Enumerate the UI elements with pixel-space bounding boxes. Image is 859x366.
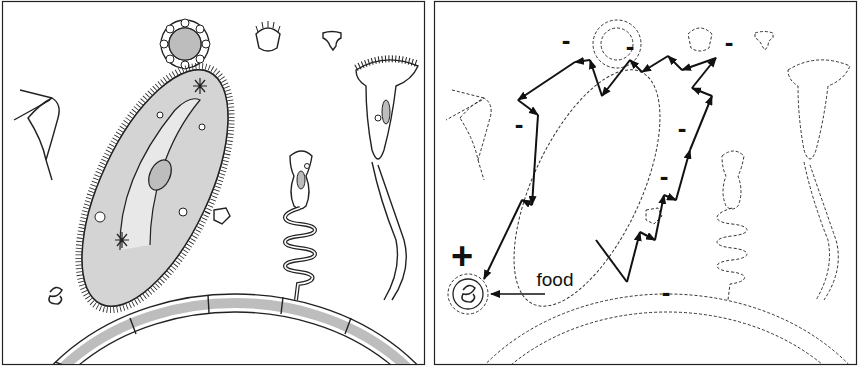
path-segment: [664, 195, 676, 200]
panel: [435, 2, 857, 365]
sign-label: -: [660, 163, 669, 189]
organisms: [3, 19, 424, 364]
path-segment: [518, 62, 575, 100]
path-segment: [676, 150, 690, 200]
path-segment: [682, 58, 716, 70]
path-segment: [655, 195, 664, 240]
path-segment: [642, 56, 668, 72]
path-segment: [630, 60, 642, 72]
sign-label: -: [678, 115, 687, 141]
path-segment: [668, 56, 682, 70]
path-segment: [627, 232, 640, 282]
movement-path: [484, 56, 716, 282]
path-segment: [602, 60, 630, 96]
organism-outlines: [435, 20, 856, 364]
sign-label: -: [515, 111, 524, 137]
path-segment: [590, 60, 602, 96]
path-segment: [596, 240, 627, 282]
sign-label: -: [626, 33, 635, 59]
path-segment: [484, 200, 522, 279]
path-segment: [692, 88, 712, 96]
path-segment: [640, 232, 655, 240]
path-segment: [575, 60, 590, 62]
food-label: food: [537, 270, 574, 289]
path-segment: [690, 96, 712, 150]
sign-label: +: [451, 237, 473, 275]
path-segment: [532, 115, 538, 205]
sign-label: -: [725, 29, 734, 55]
sign-label: -: [662, 279, 671, 305]
path-segment: [522, 200, 532, 205]
sign-label: -: [562, 27, 571, 53]
